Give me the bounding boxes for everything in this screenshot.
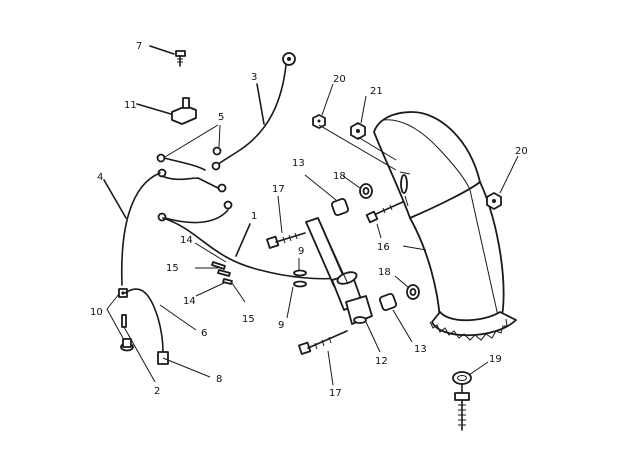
callout-15-left: 15 (166, 263, 179, 274)
part-17-bolt-lower (298, 330, 348, 386)
part-2-pin (121, 314, 156, 383)
part-12-actuator (305, 217, 381, 353)
callout-1: 1 (251, 211, 257, 222)
part-20-nut-upper (312, 83, 397, 171)
part-11-bracket (136, 97, 197, 125)
part-10-nuts (106, 288, 134, 352)
callout-20-right: 20 (515, 146, 528, 157)
callout-15-right: 15 (242, 314, 255, 325)
callout-5: 5 (218, 112, 224, 123)
part-8-connector (157, 351, 211, 378)
part-3-cable (211, 52, 296, 171)
callout-14-lower: 14 (183, 296, 196, 307)
callout-11: 11 (124, 100, 137, 111)
callout-4: 4 (97, 172, 103, 183)
callout-19: 19 (489, 354, 502, 365)
callout-16: 16 (377, 242, 390, 253)
part-16-bolt (365, 200, 406, 239)
callout-2: 2 (154, 386, 160, 397)
callout-14-upper: 14 (180, 235, 193, 246)
callout-9-lower: 9 (278, 320, 284, 331)
part-5-terminals (156, 124, 227, 193)
callout-13-upper: 13 (292, 158, 305, 169)
callout-17-upper: 17 (272, 184, 285, 195)
part-19-eyebolt (452, 361, 489, 431)
part-18-washer-lower (394, 275, 420, 300)
callout-18-lower: 18 (378, 267, 391, 278)
chute (373, 111, 517, 341)
part-1-harness (162, 217, 341, 280)
part-9-clips (286, 258, 307, 319)
parts-14-15-clips (194, 242, 246, 303)
part-13-spacer-lower (378, 292, 413, 343)
part-21-nut (350, 95, 397, 161)
callout-21: 21 (370, 86, 383, 97)
part-18-washer-upper (342, 175, 373, 199)
callout-13-lower: 13 (414, 344, 427, 355)
part-6-wire (124, 288, 197, 353)
callout-17-lower: 17 (329, 388, 342, 399)
part-20-nut-right (486, 155, 519, 210)
part-7-bolt (149, 45, 186, 67)
callout-20-upper: 20 (333, 74, 346, 85)
part-13-spacer-upper (304, 174, 350, 217)
callout-3: 3 (251, 72, 257, 83)
part-4-wire (103, 172, 233, 286)
callout-6: 6 (201, 328, 207, 339)
callout-12: 12 (375, 356, 388, 367)
part-17-bolt-upper (266, 195, 306, 249)
callout-7: 7 (136, 41, 142, 52)
callout-8: 8 (216, 374, 222, 385)
callout-9-upper: 9 (298, 246, 304, 257)
callout-10: 10 (90, 307, 103, 318)
callout-labels: 7 11 3 5 20 21 20 4 13 17 18 1 14 15 14 … (90, 41, 528, 399)
callout-18-upper: 18 (333, 171, 346, 182)
